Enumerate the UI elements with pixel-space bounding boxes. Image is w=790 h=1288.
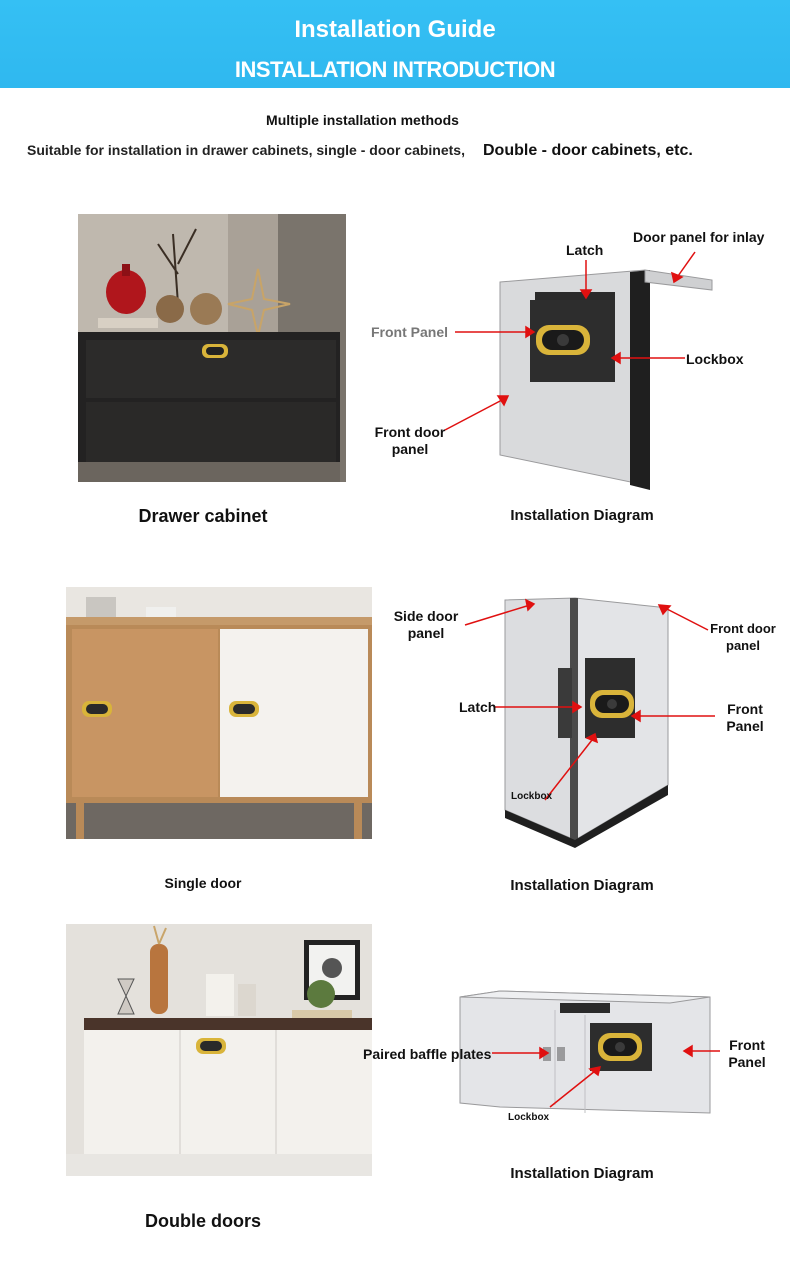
label-front-panel-3: Front Panel	[728, 1037, 766, 1070]
label-paired-baffle-plates: Paired baffle plates	[363, 1046, 492, 1062]
intro-heading: Multiple installation methods	[266, 112, 459, 128]
page-subtitle: INSTALLATION INTRODUCTION	[234, 57, 556, 82]
single-door-diagram-caption: Installation Diagram	[510, 877, 654, 894]
label-lockbox-2: Lockbox	[511, 791, 553, 802]
label-side-door-panel: Side door panel	[393, 608, 459, 641]
single-door-installation-diagram	[464, 597, 715, 848]
intro-text-emphasis: Double - door cabinets, etc.	[483, 142, 693, 159]
single-door-caption: Single door	[164, 875, 242, 891]
drawer-cabinet-caption: Drawer cabinet	[138, 506, 268, 526]
label-latch: Latch	[566, 242, 604, 258]
label-lockbox: Lockbox	[686, 351, 744, 367]
single-door-photo	[66, 587, 372, 839]
header-banner: Installation Guide INSTALLATION INTRODUC…	[0, 0, 790, 88]
drawer-cabinet-photo	[78, 214, 346, 482]
double-door-installation-diagram	[459, 990, 720, 1114]
label-lockbox-3: Lockbox	[508, 1112, 550, 1123]
label-latch-2: Latch	[459, 699, 497, 715]
double-door-diagram-caption: Installation Diagram	[510, 1165, 654, 1182]
label-front-door-panel: Front door panel	[374, 424, 446, 457]
double-doors-photo	[66, 924, 372, 1176]
drawer-diagram-caption: Installation Diagram	[510, 507, 654, 524]
label-front-panel-2: Front Panel	[726, 701, 764, 734]
page-title: Installation Guide	[294, 16, 496, 43]
intro-text: Suitable for installation in drawer cabi…	[27, 142, 465, 158]
label-front-panel: Front Panel	[371, 324, 449, 340]
label-door-panel-inlay: Door panel for inlay	[633, 229, 765, 245]
label-front-door-panel-2: Front door panel	[710, 621, 776, 653]
double-doors-caption: Double doors	[145, 1211, 261, 1231]
drawer-installation-diagram	[444, 251, 713, 490]
